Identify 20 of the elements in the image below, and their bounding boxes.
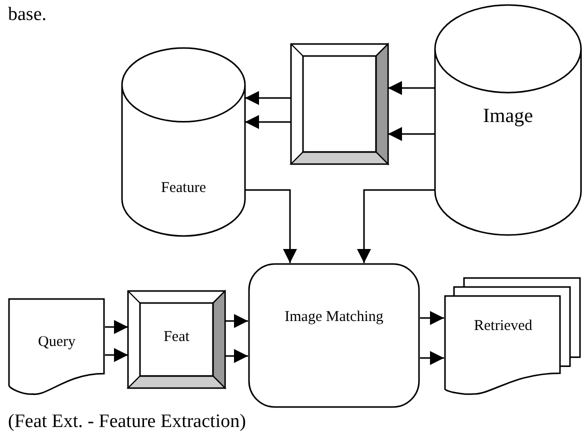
- arrow: [105, 320, 128, 334]
- node-label: Feature: [160, 180, 207, 198]
- arrow: [420, 311, 444, 325]
- arrow: [245, 115, 291, 129]
- node-label: Retrieved: [473, 318, 534, 336]
- arrow: [420, 351, 444, 365]
- node-label: Image Matching: [284, 308, 384, 327]
- node-label: Query: [37, 334, 76, 352]
- arrow: [245, 91, 291, 105]
- arrow: [388, 81, 435, 95]
- node-label: Feat: [162, 329, 190, 346]
- arrow: [357, 189, 435, 263]
- caption-note: (Feat Ext. - Feature Extraction): [8, 411, 246, 433]
- text-fragment: base.: [8, 4, 47, 26]
- arrow: [225, 349, 248, 363]
- arrow: [225, 314, 248, 328]
- arrow: [105, 348, 128, 362]
- arrow: [245, 189, 297, 263]
- node-label: Image: [482, 105, 534, 128]
- arrow: [388, 127, 435, 141]
